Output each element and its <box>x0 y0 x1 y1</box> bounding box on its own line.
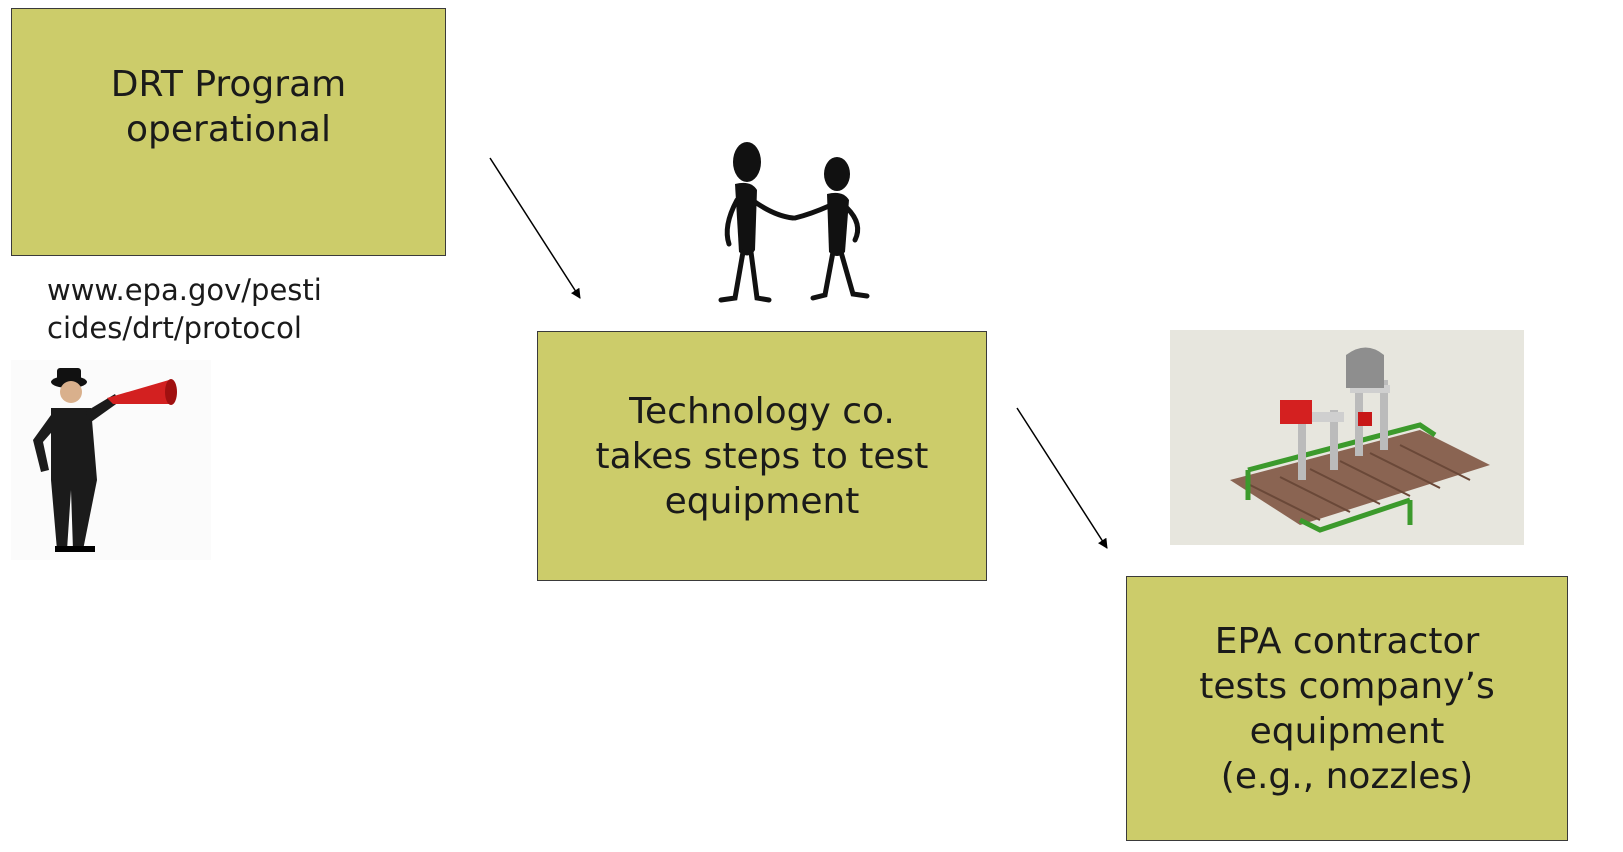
man-with-megaphone-icon <box>11 360 211 560</box>
arrow-drt-to-tech <box>489 157 581 299</box>
technology-company-box: Technology co. takes steps to test equip… <box>537 331 987 581</box>
arrow-tech-to-epa <box>1016 407 1108 549</box>
protocol-url: www.epa.gov/pesti cides/drt/protocol <box>47 273 322 345</box>
drt-program-box: DRT Program operational <box>11 8 446 256</box>
epa-contractor-box: EPA contractor tests company’s equipment… <box>1126 576 1568 841</box>
handshake-icon <box>718 142 870 303</box>
spray-test-machine-icon <box>1170 330 1524 545</box>
